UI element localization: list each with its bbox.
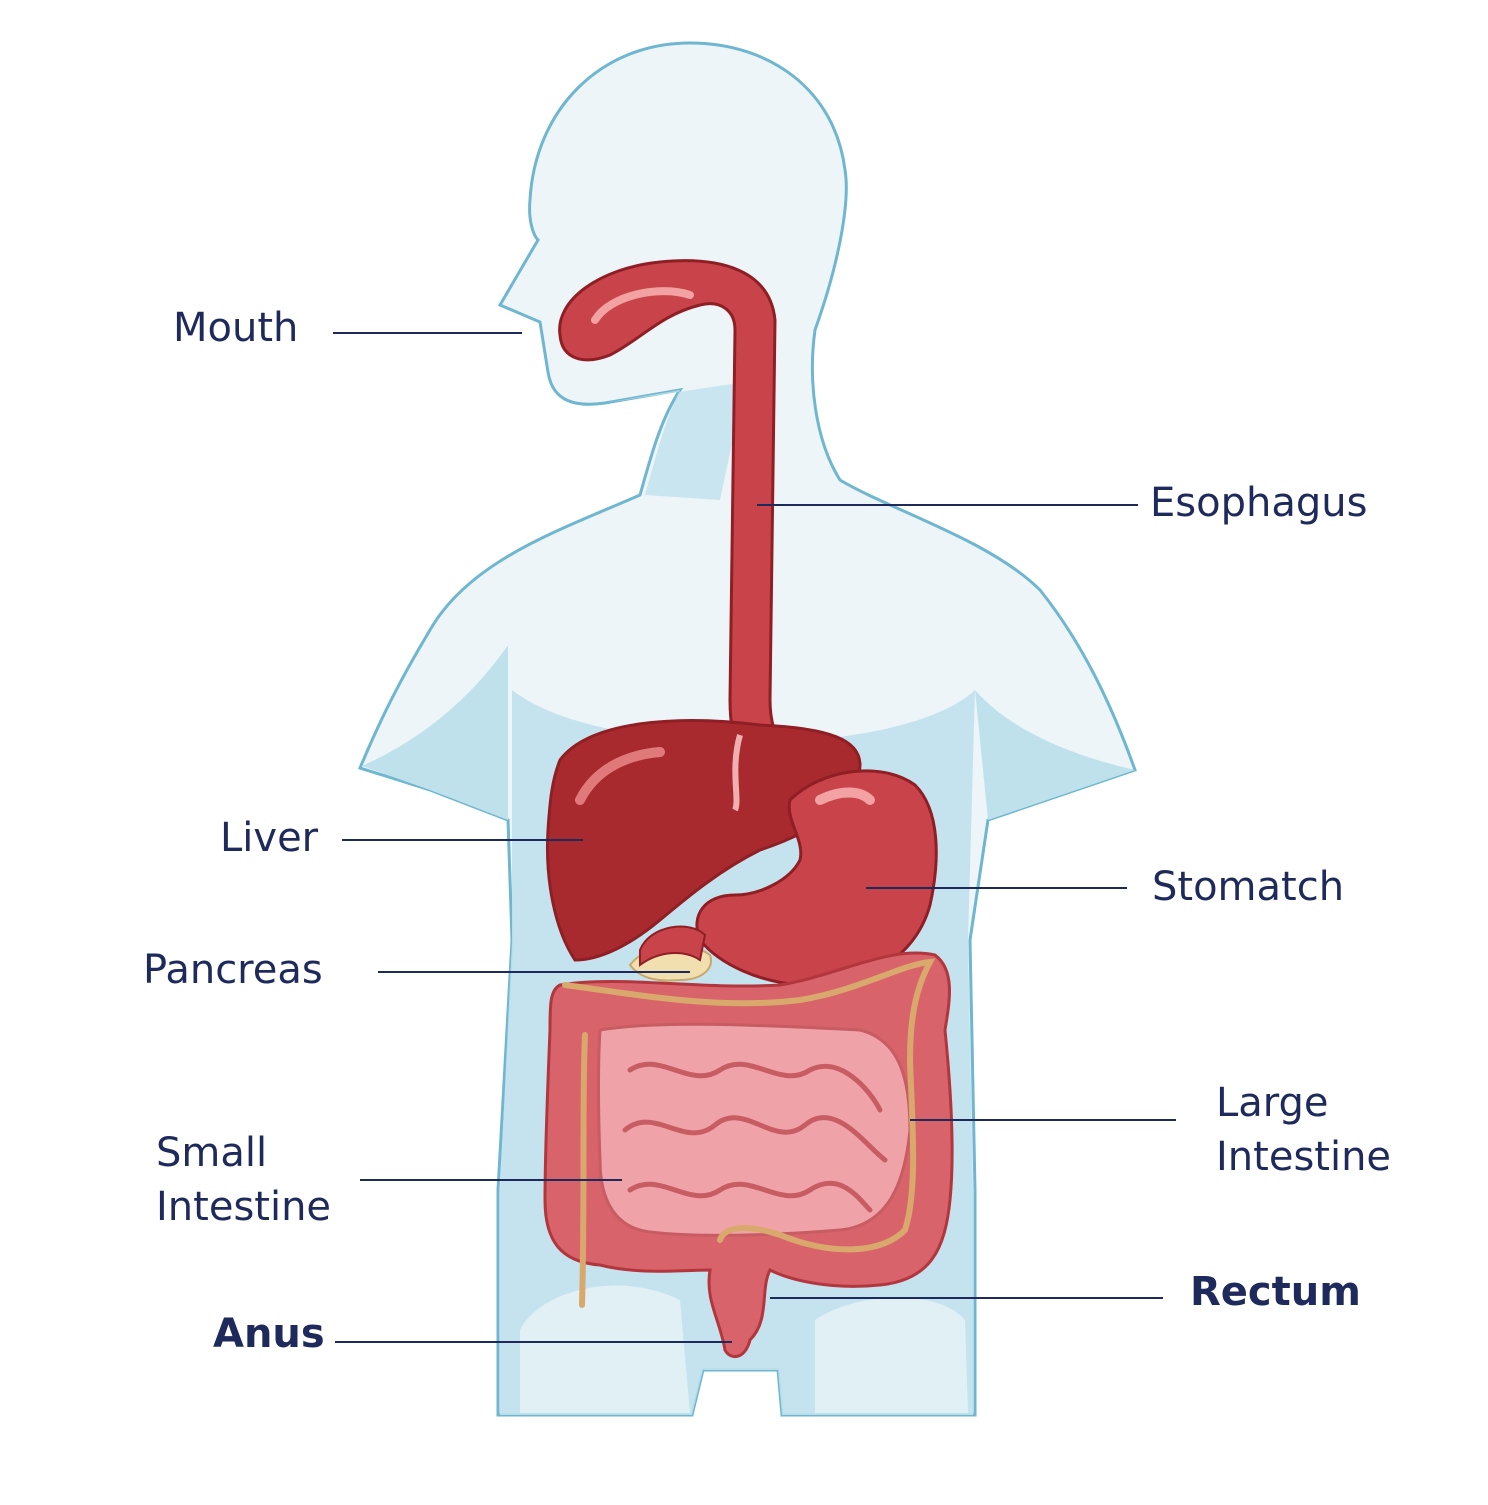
label-anus: Anus [213,1311,325,1357]
label-esophagus: Esophagus [1150,480,1368,526]
label-stomach: Stomatch [1152,864,1345,910]
right-arm-shade [975,690,1135,820]
duodenum-shape [639,925,707,967]
label-large-intestine-line1: Large [1216,1080,1329,1126]
label-mouth: Mouth [173,305,299,351]
liver-shape [546,719,862,962]
liver-highlight [575,747,665,805]
leg-highlight-right [815,1297,968,1413]
stomach-highlight [815,787,875,805]
left-arm-shade [362,645,508,820]
label-small-intestine-line2: Intestine [156,1184,332,1230]
liver-ligament [732,734,743,812]
label-pancreas: Pancreas [143,947,323,993]
label-liver: Liver [220,815,319,861]
small-intestine-coils [622,1061,888,1213]
label-large-intestine-line2: Intestine [1216,1134,1392,1180]
colon-band [562,958,936,1308]
mouth-highlight [591,287,694,324]
label-small-intestine-line1: Small [156,1130,268,1176]
label-rectum: Rectum [1190,1269,1361,1315]
leg-highlight-left [520,1285,690,1413]
neck-shade [605,382,745,500]
